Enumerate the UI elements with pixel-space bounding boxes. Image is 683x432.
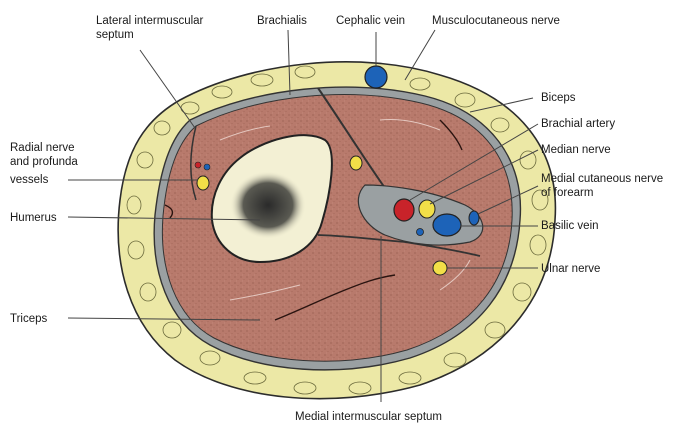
profunda-vessel-blue xyxy=(204,164,210,170)
cephalic-vein-shape xyxy=(365,66,387,88)
musculocutaneous-nerve-shape xyxy=(350,156,362,170)
label-radial-nerve-1: Radial nerve xyxy=(10,142,75,154)
label-medial-cutaneous-nerve-1: Medial cutaneous nerve xyxy=(541,173,663,185)
label-medial-cutaneous-nerve-2: of forearm xyxy=(541,187,593,199)
label-lateral-intermuscular-septum-2: septum xyxy=(96,29,134,41)
label-cephalic-vein: Cephalic vein xyxy=(336,15,405,27)
profunda-vessel-red xyxy=(195,162,201,168)
label-lateral-intermuscular-septum-1: Lateral intermuscular xyxy=(96,15,204,27)
label-brachialis: Brachialis xyxy=(257,15,307,27)
brachial-artery-shape xyxy=(394,199,414,221)
label-medial-intermuscular-septum: Medial intermuscular septum xyxy=(295,411,442,423)
basilic-vein-shape xyxy=(433,214,461,236)
label-median-nerve: Median nerve xyxy=(541,144,611,156)
label-musculocutaneous-nerve: Musculocutaneous nerve xyxy=(432,15,560,27)
radial-nerve-shape xyxy=(197,176,209,190)
label-humerus: Humerus xyxy=(10,212,57,224)
label-brachial-artery: Brachial artery xyxy=(541,118,615,130)
humerus-marrow xyxy=(230,171,306,239)
label-triceps: Triceps xyxy=(10,313,48,325)
label-biceps: Biceps xyxy=(541,92,576,104)
label-ulnar-nerve: Ulnar nerve xyxy=(541,263,600,275)
label-radial-nerve-3: vessels xyxy=(10,174,49,186)
label-radial-nerve-2: and profunda xyxy=(10,156,78,168)
venae-comitantes xyxy=(417,229,424,236)
medial-cutaneous-nerve-shape xyxy=(469,211,479,225)
ulnar-nerve-shape xyxy=(433,261,447,275)
label-basilic-vein: Basilic vein xyxy=(541,220,599,232)
